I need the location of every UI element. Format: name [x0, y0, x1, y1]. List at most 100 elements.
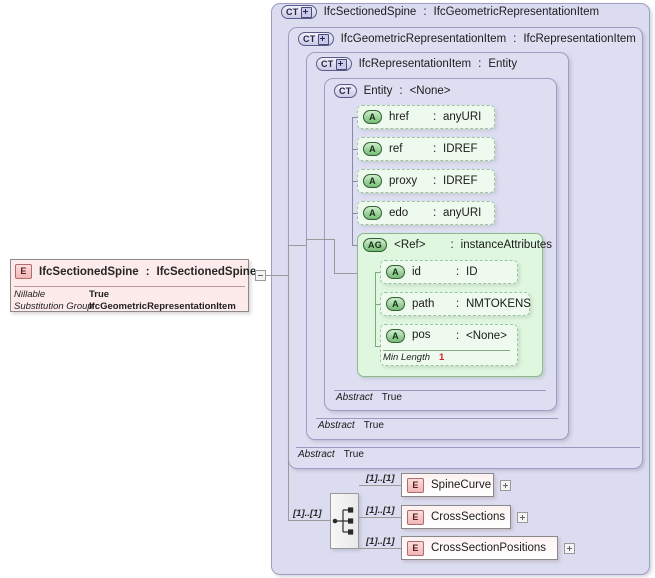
- complex-type-name: IfcSectionedSpine: [323, 6, 417, 18]
- sequence-compositor-icon: [332, 507, 354, 535]
- abstract-value: True: [363, 420, 384, 431]
- element-property-label-substitution-group: Substitution Group: [14, 301, 93, 312]
- complex-type-badge-icon[interactable]: CT: [334, 84, 357, 98]
- attribute-badge-icon: A: [363, 142, 382, 156]
- attribute-separator: :: [456, 266, 460, 278]
- attribute-group-separator: :: [450, 239, 454, 251]
- attribute-group-header[interactable]: AG <Ref> : instanceAttributes: [363, 238, 552, 252]
- connector-spine-attributegroup: [375, 272, 376, 346]
- attribute-box-id[interactable]: A id : ID: [380, 260, 518, 284]
- element-type: IfcSectionedSpine: [156, 265, 257, 278]
- connector-inheritance-trunk: [288, 245, 289, 520]
- complex-type-basetype: <None>: [409, 85, 451, 97]
- complex-type-separator: :: [478, 58, 482, 70]
- element-name: IfcSectionedSpine: [39, 265, 139, 278]
- occurs-label-spinecurve: [1]..[1]: [366, 473, 395, 484]
- element-ref-spinecurve[interactable]: E SpineCurve: [401, 473, 494, 497]
- attribute-badge-icon: A: [363, 110, 382, 124]
- attribute-badge-icon: A: [363, 174, 382, 188]
- element-ref-crosssections[interactable]: E CrossSections: [401, 505, 511, 529]
- element-badge-icon: E: [407, 477, 424, 493]
- element-box-ifcsectionedspine[interactable]: [10, 259, 249, 312]
- complex-type-badge-icon[interactable]: CT: [281, 5, 317, 19]
- attribute-box-edo[interactable]: A edo : anyURI: [357, 201, 495, 225]
- connector-to-spinecurve: [359, 485, 401, 486]
- element-badge-icon: E: [407, 540, 424, 556]
- attribute-separator: :: [433, 111, 437, 123]
- connector-to-crosssections: [359, 517, 401, 518]
- attribute-type: ID: [466, 266, 478, 278]
- attribute-badge-icon: A: [363, 206, 382, 220]
- complex-type-basetype: IfcRepresentationItem: [523, 33, 636, 45]
- ct-label: CT: [303, 33, 316, 44]
- element-header[interactable]: E IfcSectionedSpine : IfcSectionedSpine: [15, 264, 256, 279]
- facet-divider: [383, 350, 510, 351]
- attribute-box-href[interactable]: A href : anyURI: [357, 105, 495, 129]
- occurs-label-crosssections: [1]..[1]: [366, 505, 395, 516]
- complex-type-name: IfcRepresentationItem: [358, 58, 472, 70]
- facet-value: 1: [439, 352, 445, 363]
- attribute-box-proxy[interactable]: A proxy : IDREF: [357, 169, 495, 193]
- abstract-divider-inner: [334, 390, 546, 391]
- attribute-box-path[interactable]: A path : NMTOKENS: [380, 292, 531, 316]
- complex-type-basetype: IfcGeometricRepresentationItem: [433, 6, 600, 18]
- attribute-name: edo: [389, 207, 409, 219]
- expand-plus-icon[interactable]: [335, 58, 347, 70]
- attribute-separator: :: [433, 143, 437, 155]
- attribute-type: NMTOKENS: [466, 298, 531, 310]
- attribute-separator: :: [456, 330, 460, 342]
- facet-min-length: Min Length 1: [383, 352, 444, 363]
- attribute-group-name: <Ref>: [394, 239, 426, 251]
- abstract-value: True: [381, 392, 402, 403]
- complex-type-badge-icon[interactable]: CT: [298, 32, 334, 46]
- abstract-divider-middle: [316, 418, 558, 419]
- facet-label: Min Length: [383, 352, 431, 363]
- attribute-name: pos: [412, 329, 431, 341]
- abstract-label: Abstract: [336, 392, 373, 403]
- complex-type-basetype: Entity: [488, 58, 518, 70]
- element-separator: :: [145, 265, 150, 278]
- element-property-value-nillable: True: [89, 289, 110, 300]
- expand-plus-icon[interactable]: [300, 6, 312, 18]
- ct-label: CT: [321, 58, 334, 69]
- abstract-row-ifcrepresentationitem: Abstract True: [318, 420, 384, 431]
- attribute-type: anyURI: [443, 111, 482, 123]
- attribute-name: id: [412, 266, 421, 278]
- abstract-label: Abstract: [318, 420, 355, 431]
- element-ref-name: SpineCurve: [431, 479, 492, 491]
- connector-to-crosssectionpositions: [359, 548, 401, 549]
- complex-type-header-ifcgeometricrepresentationitem[interactable]: CT IfcGeometricRepresentationItem : IfcR…: [298, 32, 636, 46]
- attribute-name: href: [389, 111, 409, 123]
- complex-type-separator: :: [399, 85, 403, 97]
- attribute-box-pos[interactable]: A pos : <None>: [380, 324, 518, 366]
- connector-level-branch-1: [288, 245, 306, 246]
- expand-toggle-crosssectionpositions[interactable]: [564, 543, 575, 554]
- complex-type-badge-icon[interactable]: CT: [316, 57, 352, 71]
- connector-to-sequence: [288, 520, 330, 521]
- expand-plus-icon[interactable]: [317, 33, 329, 45]
- complex-type-header-ifcrepresentationitem[interactable]: CT IfcRepresentationItem : Entity: [316, 57, 517, 71]
- attribute-badge-icon: A: [386, 329, 405, 343]
- attribute-type: anyURI: [443, 207, 482, 219]
- element-ref-name: CrossSections: [431, 511, 506, 523]
- element-ref-crosssectionpositions[interactable]: E CrossSectionPositions: [401, 536, 558, 560]
- attribute-group-type: instanceAttributes: [460, 239, 553, 251]
- attribute-type: <None>: [466, 330, 507, 342]
- complex-type-separator: :: [513, 33, 517, 45]
- expand-toggle-spinecurve[interactable]: [500, 480, 511, 491]
- complex-type-separator: :: [423, 6, 427, 18]
- element-collapse-toggle[interactable]: [255, 270, 266, 281]
- attribute-badge-icon: A: [386, 297, 405, 311]
- attribute-box-ref[interactable]: A ref : IDREF: [357, 137, 495, 161]
- element-divider: [14, 286, 245, 287]
- complex-type-header-ifcsectionedspine[interactable]: CT IfcSectionedSpine : IfcGeometricRepre…: [281, 5, 599, 19]
- attribute-name: ref: [389, 143, 403, 155]
- element-badge-icon: E: [407, 509, 424, 525]
- abstract-row-entity: Abstract True: [336, 392, 402, 403]
- expand-toggle-crosssections[interactable]: [517, 512, 528, 523]
- element-badge-icon: E: [15, 264, 32, 279]
- abstract-divider-outer: [296, 447, 640, 448]
- complex-type-header-entity[interactable]: CT Entity : <None>: [334, 84, 451, 98]
- abstract-label: Abstract: [298, 449, 335, 460]
